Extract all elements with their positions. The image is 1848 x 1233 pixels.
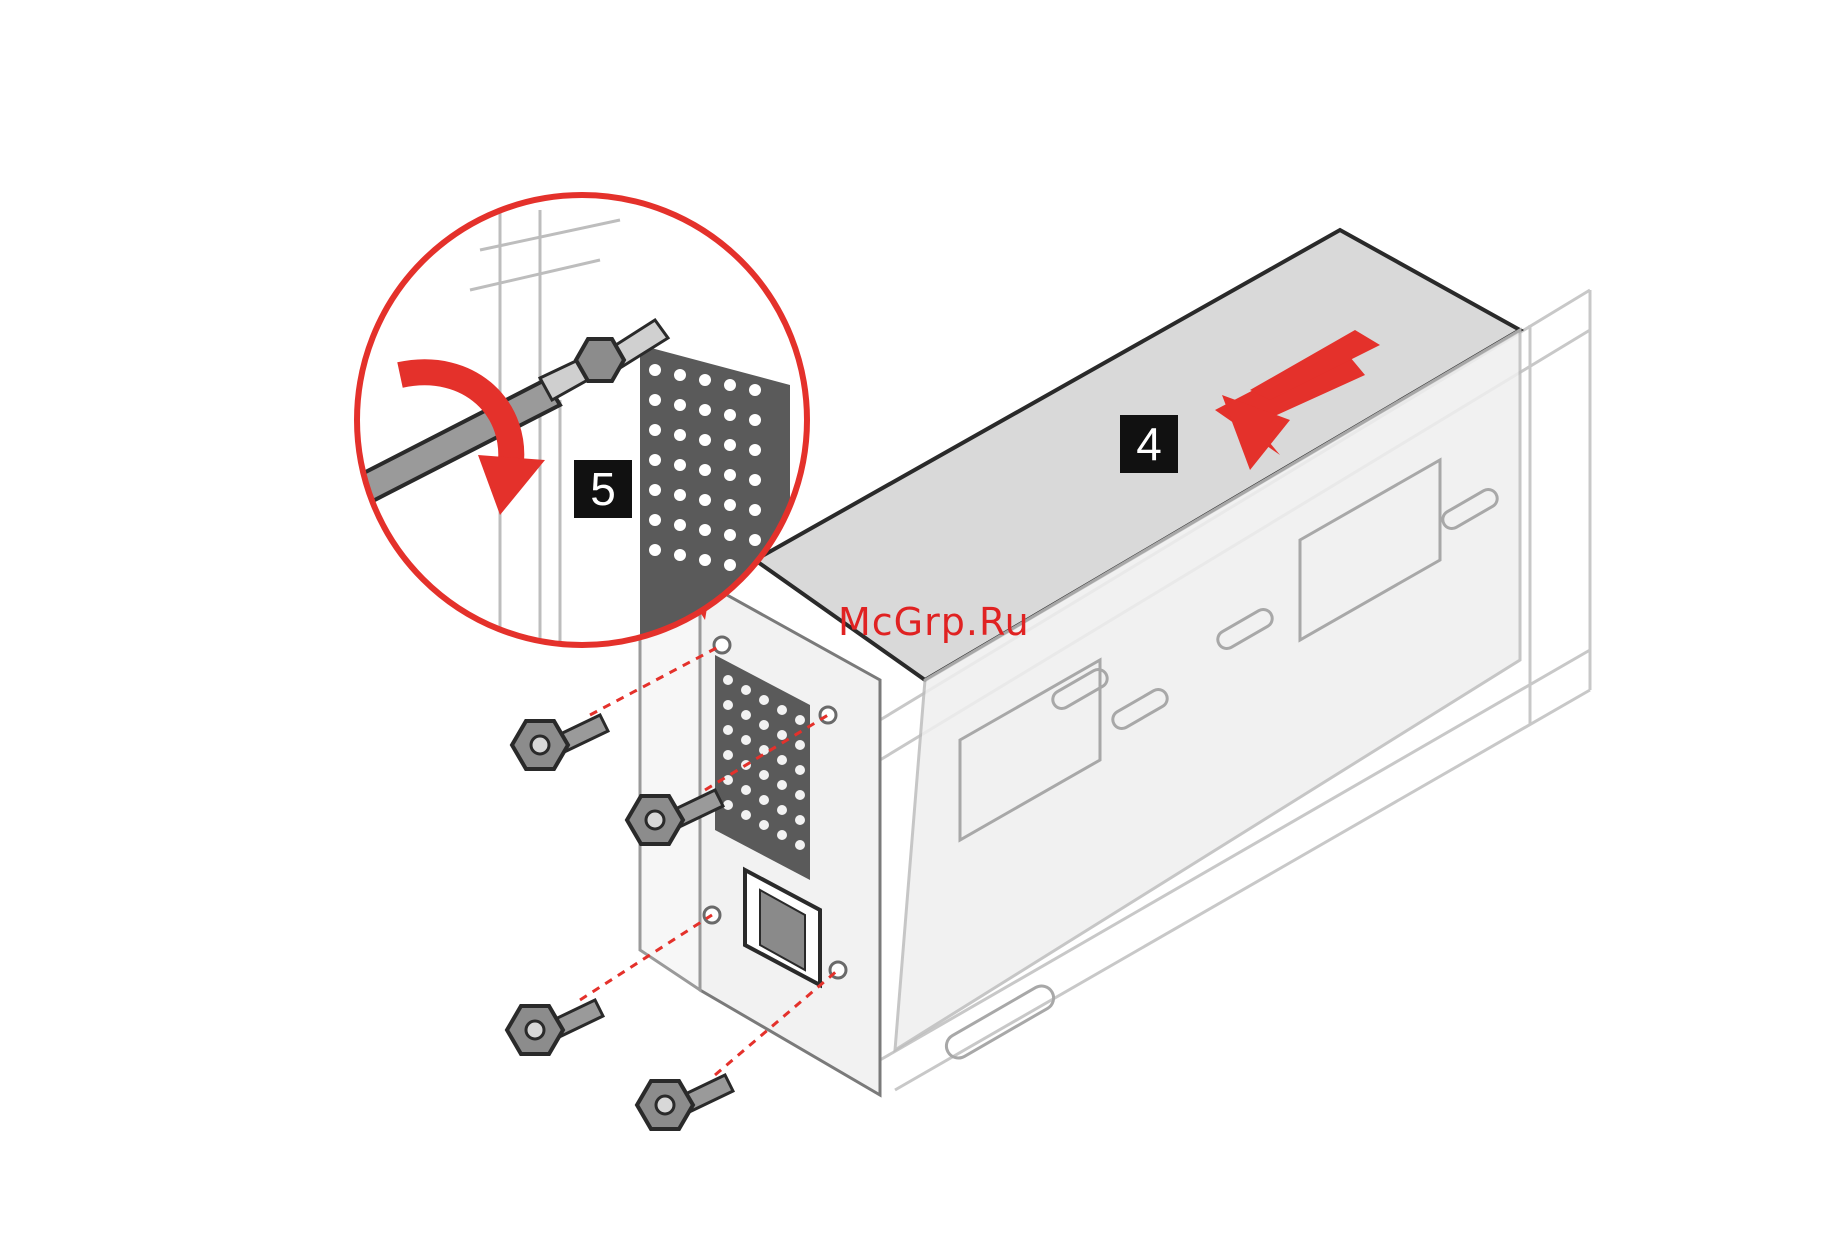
screw-icon <box>512 715 608 769</box>
screw-icon <box>507 1000 603 1054</box>
screw-icon <box>637 1075 733 1129</box>
chassis-rear-edge <box>640 580 700 990</box>
watermark: McGrp.Ru <box>838 600 1030 644</box>
step-5-badge: 5 <box>574 460 632 518</box>
magnified-callout <box>350 195 807 650</box>
step-4-badge: 4 <box>1120 415 1178 473</box>
